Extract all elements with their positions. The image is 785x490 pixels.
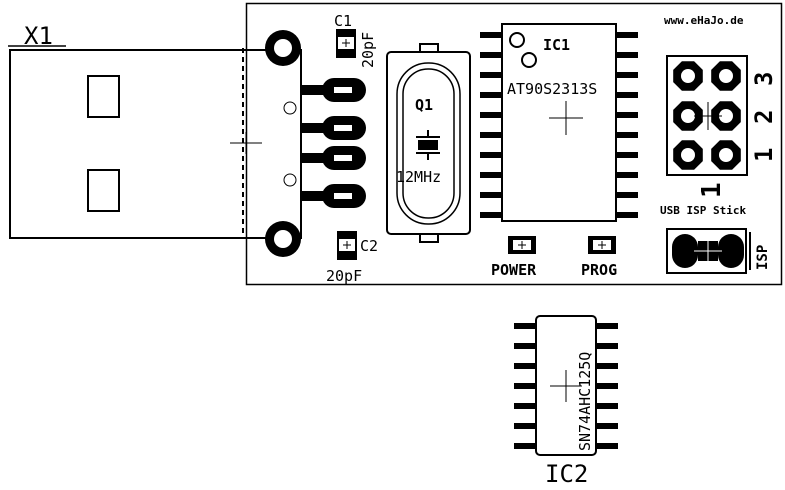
mcu-pins bbox=[480, 32, 638, 218]
mcu-pin-right bbox=[616, 152, 638, 158]
mcu-pin-right bbox=[616, 92, 638, 98]
mcu-pin-right bbox=[616, 112, 638, 118]
buffer-pin-left bbox=[514, 403, 536, 409]
capacitor-c2-value: 20pF bbox=[326, 267, 362, 285]
capacitor-c1-value: 20pF bbox=[359, 32, 377, 68]
usb-pad-3 bbox=[302, 146, 366, 170]
crystal-ref: Q1 bbox=[415, 96, 433, 114]
capacitor-c1: C1 20pF bbox=[334, 12, 377, 68]
capacitor-c1-ref: C1 bbox=[334, 12, 352, 30]
usb-window-top bbox=[87, 75, 120, 118]
usb-pad-1 bbox=[302, 78, 366, 102]
mcu-body bbox=[501, 23, 617, 222]
usb-pad-2 bbox=[302, 116, 366, 140]
isp-header-pad-hole bbox=[719, 148, 733, 162]
usb-pad-4 bbox=[302, 184, 366, 208]
mcu-pin-left bbox=[480, 152, 502, 158]
website-label: www.eHaJo.de bbox=[664, 14, 744, 27]
buffer-ic2: SN74AHC125Q IC2 bbox=[514, 315, 618, 488]
mounting-hole-top-inner bbox=[274, 39, 292, 57]
crystal-q1: Q1 12MHz bbox=[386, 43, 471, 243]
isp-jumper: ISP bbox=[666, 228, 771, 274]
isp-row-label-3: 3 bbox=[750, 72, 778, 86]
buffer-pins bbox=[514, 323, 618, 449]
buffer-pin-left bbox=[514, 383, 536, 389]
isp-header-pad-hole bbox=[719, 69, 733, 83]
mcu-pin-left bbox=[480, 132, 502, 138]
mcu-pin-left bbox=[480, 192, 502, 198]
buffer-pin-right bbox=[596, 363, 618, 369]
alignment-hole-top bbox=[283, 101, 297, 115]
mcu-pin-right bbox=[616, 52, 638, 58]
isp-jumper-label: ISP bbox=[755, 245, 771, 270]
isp-row-label-1: 1 bbox=[750, 148, 778, 162]
mcu-pin-left bbox=[480, 172, 502, 178]
isp-header-pad-hole bbox=[681, 148, 695, 162]
mcu-pin-right bbox=[616, 72, 638, 78]
mcu-pin-left bbox=[480, 32, 502, 38]
led-power: POWER bbox=[491, 236, 537, 279]
mcu-pin-right bbox=[616, 212, 638, 218]
mcu-pin-left bbox=[480, 212, 502, 218]
buffer-pin-right bbox=[596, 383, 618, 389]
mcu-ref: IC1 bbox=[543, 36, 570, 54]
buffer-pin-left bbox=[514, 443, 536, 449]
led-power-label: POWER bbox=[491, 261, 537, 279]
buffer-pin-right bbox=[596, 443, 618, 449]
mcu-part-number: AT90S2313S bbox=[507, 80, 597, 98]
usb-window-bottom bbox=[87, 169, 120, 212]
connector-label-x1: X1 bbox=[24, 22, 53, 50]
mcu-pin-left bbox=[480, 52, 502, 58]
isp-header-pad-hole bbox=[681, 69, 695, 83]
mcu-pin-right bbox=[616, 32, 638, 38]
usb-plug-body bbox=[9, 49, 302, 239]
isp-header: 3 2 1 1 bbox=[666, 55, 778, 198]
led-prog-label: PROG bbox=[581, 261, 617, 279]
board-name-label: USB ISP Stick bbox=[660, 204, 746, 217]
mcu-ic1: IC1 AT90S2313S bbox=[480, 23, 638, 222]
isp-header-pads bbox=[673, 61, 741, 170]
alignment-hole-bottom bbox=[283, 173, 297, 187]
capacitor-c2-ref: C2 bbox=[360, 237, 378, 255]
mcu-pin-right bbox=[616, 192, 638, 198]
crystal-frequency: 12MHz bbox=[396, 168, 441, 186]
usb-connector: X1 bbox=[8, 22, 366, 257]
isp-header-outline bbox=[666, 55, 748, 176]
buffer-pin-right bbox=[596, 423, 618, 429]
capacitor-c2: C2 20pF bbox=[326, 231, 378, 285]
isp-row-label-2: 2 bbox=[750, 110, 778, 124]
mounting-hole-bottom-inner bbox=[274, 230, 292, 248]
mcu-pin-left bbox=[480, 112, 502, 118]
isp-header-pad-hole bbox=[719, 109, 733, 123]
buffer-pin-left bbox=[514, 363, 536, 369]
buffer-pin-left bbox=[514, 323, 536, 329]
mcu-pin1-marker bbox=[509, 32, 525, 48]
buffer-pin-left bbox=[514, 343, 536, 349]
buffer-pin-left bbox=[514, 423, 536, 429]
buffer-pin-right bbox=[596, 403, 618, 409]
mcu-pin-right bbox=[616, 132, 638, 138]
led-prog: PROG bbox=[581, 236, 617, 279]
mcu-extra-marker bbox=[521, 52, 537, 68]
mcu-pin-right bbox=[616, 172, 638, 178]
mcu-pin-left bbox=[480, 92, 502, 98]
isp-pin1-label: 1 bbox=[697, 182, 727, 198]
buffer-ref: IC2 bbox=[545, 460, 588, 488]
buffer-pin-right bbox=[596, 343, 618, 349]
mcu-pin-left bbox=[480, 72, 502, 78]
buffer-part-number: SN74AHC125Q bbox=[576, 352, 594, 451]
isp-header-pad-hole bbox=[681, 109, 695, 123]
buffer-pin-right bbox=[596, 323, 618, 329]
crystal-symbol-body bbox=[418, 140, 438, 150]
